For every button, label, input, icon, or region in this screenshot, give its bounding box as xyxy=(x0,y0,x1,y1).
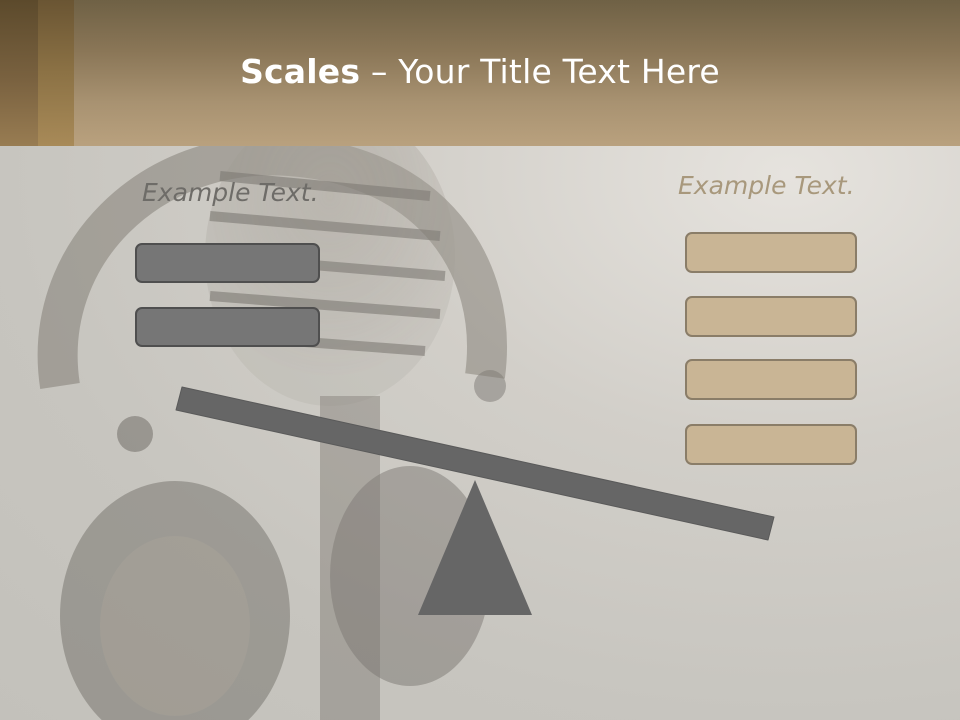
slide-title: Scales – Your Title Text Here xyxy=(0,52,960,91)
right-box-4[interactable] xyxy=(685,424,857,465)
slide-title-bold: Scales xyxy=(240,52,361,91)
slide-title-rest: – Your Title Text Here xyxy=(360,52,720,91)
photo-shapes xyxy=(37,146,507,720)
left-box-2[interactable] xyxy=(135,307,320,347)
right-box-2[interactable] xyxy=(685,296,857,337)
right-box-3[interactable] xyxy=(685,359,857,400)
header-accent-light xyxy=(38,0,74,146)
left-example-label: Example Text. xyxy=(142,178,319,207)
left-box-1[interactable] xyxy=(135,243,320,283)
title-bar: Scales – Your Title Text Here xyxy=(0,0,960,146)
right-box-1[interactable] xyxy=(685,232,857,273)
header-accent-dark xyxy=(0,0,38,146)
right-example-label: Example Text. xyxy=(678,171,855,200)
